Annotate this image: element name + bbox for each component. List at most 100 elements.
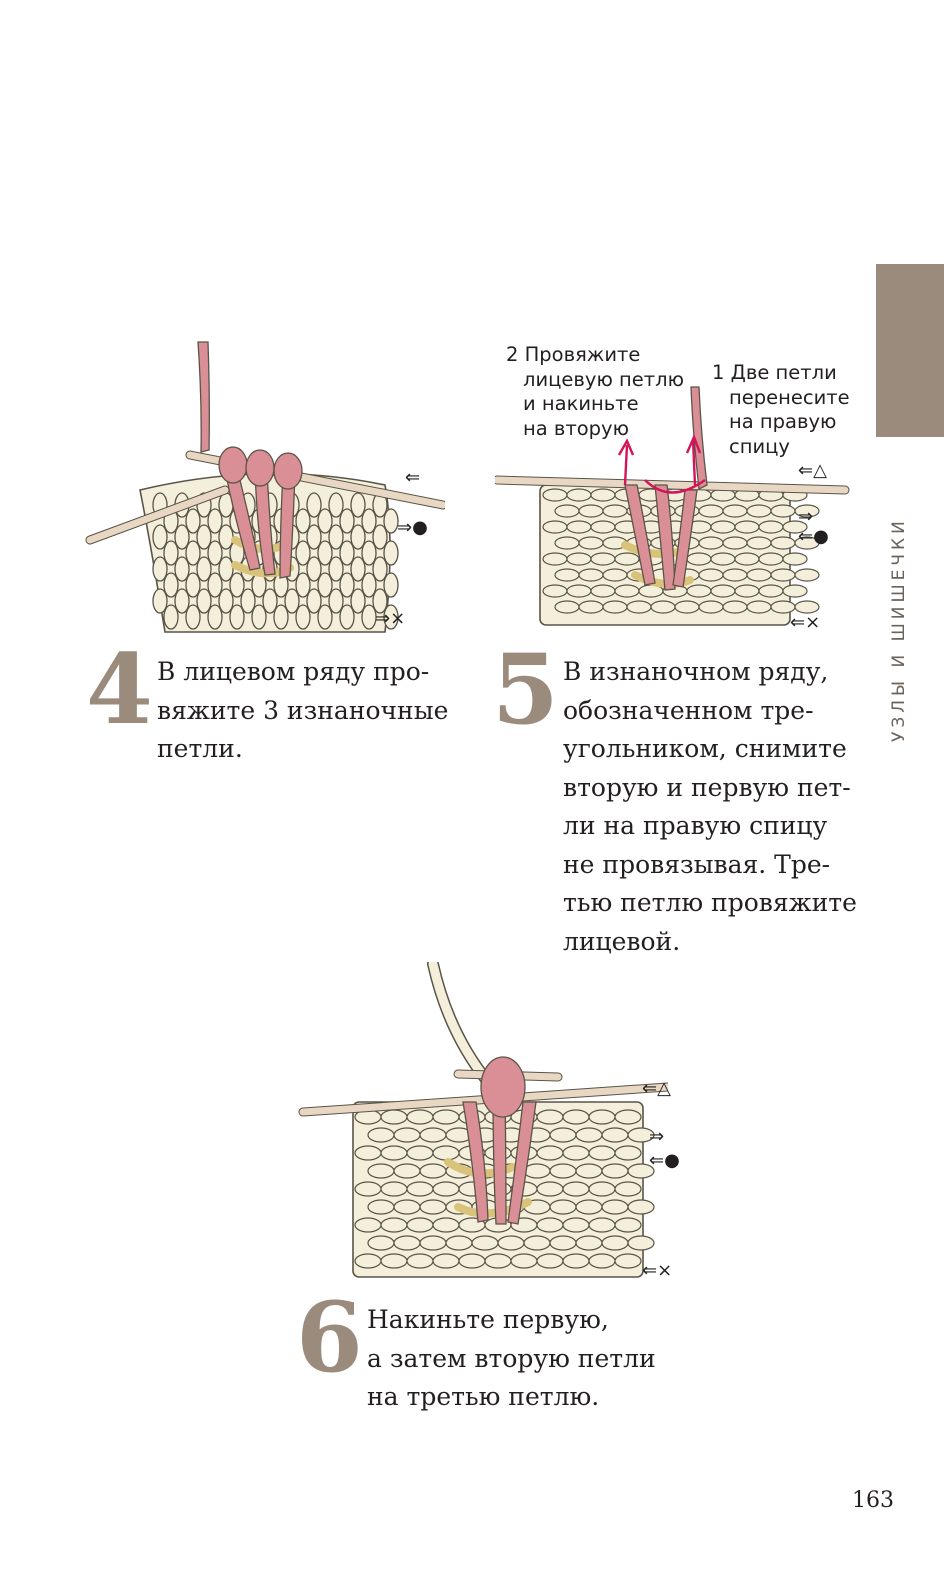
knit-stitch (380, 1109, 408, 1125)
knit-stitch (602, 568, 628, 582)
knit-stitch (185, 604, 201, 630)
knit-stitch (152, 524, 168, 550)
knit-stitch (590, 584, 616, 598)
knit-stitch (328, 588, 344, 614)
row-marker: ⇒× (375, 608, 406, 629)
knit-stitch (746, 536, 772, 550)
knit-stitch (350, 492, 366, 518)
knit-stitch (722, 504, 748, 518)
knit-stitch (393, 1163, 421, 1179)
knit-stitch (367, 1127, 395, 1143)
knit-stitch (372, 524, 388, 550)
page-number: 163 (852, 1488, 894, 1513)
knit-stitch (372, 588, 388, 614)
knit-stitch (601, 1127, 629, 1143)
knit-stitch (734, 584, 760, 598)
knit-stitch (782, 552, 808, 566)
knit-stitch (350, 556, 366, 582)
knit-stitch (152, 556, 168, 582)
step-number: 4 (86, 633, 153, 746)
row-marker: ⇒ (649, 1126, 665, 1147)
knit-stitch (380, 1217, 408, 1233)
knit-stitch (196, 524, 212, 550)
knit-stitch (614, 1145, 642, 1161)
knit-stitch (734, 552, 760, 566)
knit-stitch (432, 1217, 460, 1233)
knit-stitch (163, 604, 179, 630)
knit-stitch (361, 508, 377, 534)
knit-stitch (601, 1199, 629, 1215)
knit-stitch (614, 1217, 642, 1233)
knit-stitch (354, 1181, 382, 1197)
knit-stitch (602, 504, 628, 518)
knit-stitch (317, 604, 333, 630)
knit-stitch (317, 508, 333, 534)
knit-stitch (794, 568, 820, 582)
chapter-label: УЗЛЫ И ШИШЕЧКИ (889, 517, 909, 743)
knit-stitch (471, 1235, 499, 1251)
knit-stitch (367, 1163, 395, 1179)
knit-stitch (367, 1199, 395, 1215)
knit-stitch (383, 604, 399, 630)
knit-stitch (588, 1145, 616, 1161)
knit-stitch (710, 552, 736, 566)
knit-stitch (523, 1163, 551, 1179)
knit-stitch (380, 1253, 408, 1269)
knit-stitch (614, 1109, 642, 1125)
knit-stitch (295, 572, 311, 598)
knit-stitch (163, 572, 179, 598)
illustration-step-5 (495, 386, 850, 626)
knit-stitch (627, 1127, 655, 1143)
knit-stitch (207, 540, 223, 566)
knit-stitch (174, 556, 190, 582)
knit-stitch (554, 504, 580, 518)
knit-stitch (317, 572, 333, 598)
knit-stitch (627, 1199, 655, 1215)
chapter-tab (876, 264, 944, 437)
knit-stitch (562, 1253, 590, 1269)
knit-stitch (542, 552, 568, 566)
knit-stitch (578, 568, 604, 582)
knit-stitch (229, 572, 245, 598)
knit-stitch (674, 600, 700, 614)
knit-stitch (542, 584, 568, 598)
knit-stitch (562, 1181, 590, 1197)
knit-stitch (185, 572, 201, 598)
step-number: 6 (296, 1281, 363, 1394)
knit-stitch (710, 584, 736, 598)
knit-stitch (588, 1181, 616, 1197)
knit-stitch (549, 1235, 577, 1251)
knit-stitch (746, 568, 772, 582)
knit-stitch (566, 552, 592, 566)
knit-stitch (549, 1199, 577, 1215)
knit-stitch (722, 600, 748, 614)
row-marker: ⇐△ (798, 460, 827, 481)
row-marker: ⇐ (405, 467, 421, 488)
knit-stitch (578, 504, 604, 518)
knit-stitch (361, 604, 377, 630)
pink-working-yarn (197, 341, 303, 579)
knit-stitch (295, 604, 311, 630)
knit-stitch (306, 492, 322, 518)
knit-stitch (432, 1109, 460, 1125)
knit-stitch (328, 492, 344, 518)
knit-stitch (328, 524, 344, 550)
knit-stitch (306, 524, 322, 550)
knit-stitch (361, 572, 377, 598)
knit-stitch (542, 520, 568, 534)
knit-stitch (566, 584, 592, 598)
knit-stitch (554, 600, 580, 614)
knit-stitch (295, 540, 311, 566)
knit-stitch (339, 540, 355, 566)
knit-stitch (758, 520, 784, 534)
knit-stitch (536, 1181, 564, 1197)
row-marker: ⇐× (790, 612, 821, 633)
knit-stitch (614, 552, 640, 566)
knit-stitch (218, 556, 234, 582)
knit-stitch (722, 568, 748, 582)
knit-stitch (710, 520, 736, 534)
knit-stitch (523, 1235, 551, 1251)
knit-stitch (770, 568, 796, 582)
knit-stitch (393, 1235, 421, 1251)
knit-stitch (614, 584, 640, 598)
